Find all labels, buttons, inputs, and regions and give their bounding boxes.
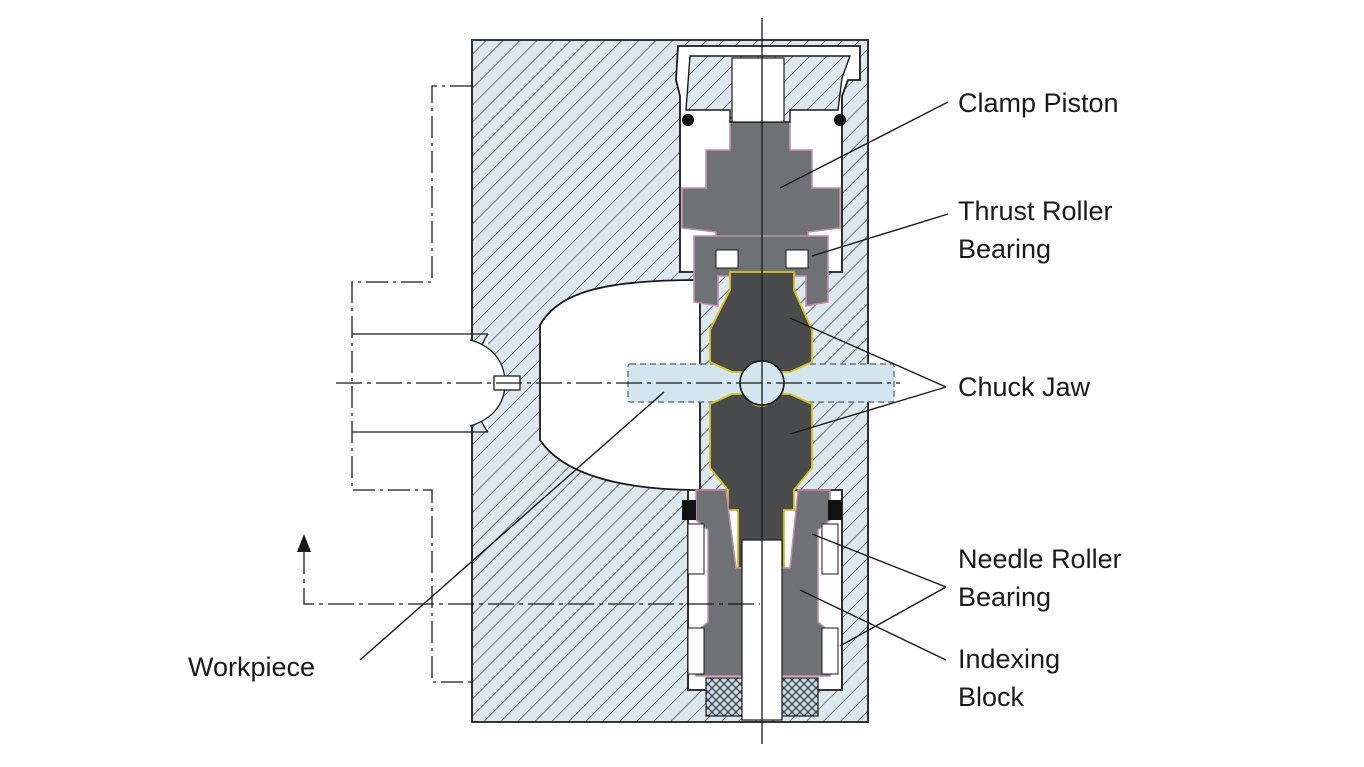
seal-left <box>682 500 696 520</box>
label-clamp-piston: Clamp Piston <box>958 88 1119 118</box>
label-thrust-roller-bearing-line2: Bearing <box>958 234 1051 264</box>
label-workpiece: Workpiece <box>188 652 315 682</box>
label-indexing-block-line1: Indexing <box>958 644 1060 674</box>
label-indexing-block-line2: Block <box>958 682 1025 712</box>
label-chuck-jaw: Chuck Jaw <box>958 372 1091 402</box>
needle-roller-right-top <box>821 523 839 575</box>
up-arrow-icon <box>297 534 311 552</box>
o-ring-right <box>834 114 846 126</box>
needle-roller-left-top <box>687 523 705 575</box>
label-thrust-roller-bearing-line1: Thrust Roller <box>958 196 1113 226</box>
needle-roller-left-bottom <box>687 627 705 675</box>
label-needle-roller-bearing-line2: Bearing <box>958 582 1051 612</box>
o-ring-left <box>682 114 694 126</box>
clamp-piston <box>681 121 841 249</box>
thrust-roller-left <box>715 249 739 269</box>
needle-roller-right-bottom <box>821 627 839 675</box>
index-reference-line <box>303 548 760 605</box>
thrust-roller-right <box>785 249 809 269</box>
seal-right <box>828 500 842 520</box>
piston-center-bore <box>731 57 785 123</box>
housing-body <box>471 39 869 723</box>
label-needle-roller-bearing-line1: Needle Roller <box>958 544 1122 574</box>
leader-lines <box>359 101 949 661</box>
